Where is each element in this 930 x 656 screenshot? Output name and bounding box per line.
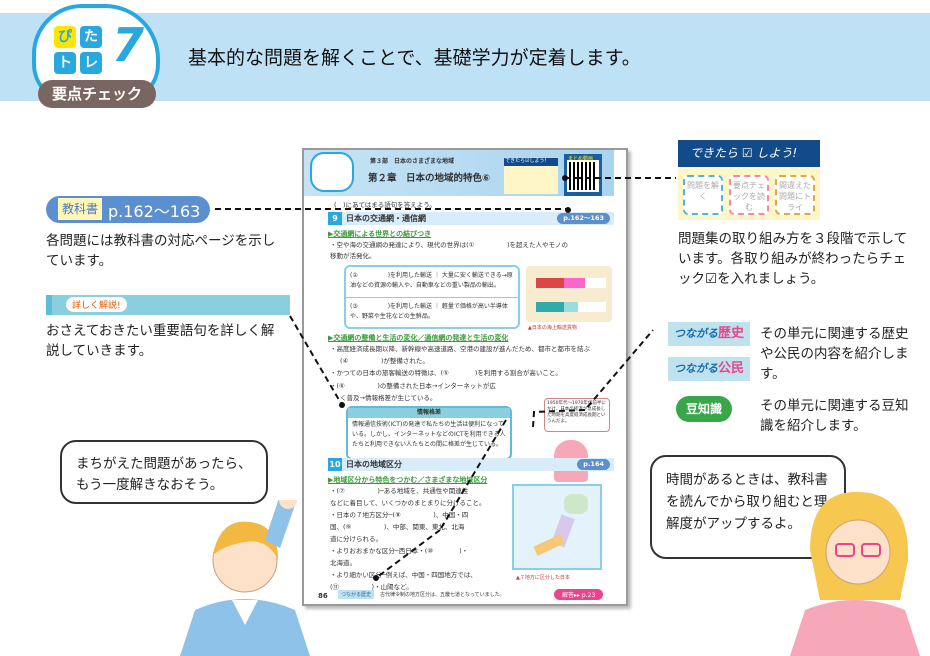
kaisetsu-box: 情報格差 情報通信技術(ICT)の発達で私たちの生活は便利になっている。しかし、…	[346, 406, 512, 460]
sample-chapter: 第２章 日本の地域的特色⑥	[368, 173, 491, 184]
sample-instruction: ( )にあてはまる語句を答えよう。	[334, 201, 436, 209]
section-number: 9	[328, 212, 342, 225]
logo-ta: た	[80, 26, 102, 48]
step-checkbox[interactable]: 問題を解く	[683, 175, 723, 215]
text-line: 道に分けられる。	[330, 535, 382, 543]
qr-code[interactable]	[564, 154, 602, 196]
section-9: 9 日本の交通網・通信網 p.162〜163	[328, 212, 614, 225]
cargo-chart	[526, 266, 612, 322]
dekitara-note: 問題集の取り組み方を３段階で示しています。各取り組みが終わったらチェック☑を入れ…	[678, 231, 908, 287]
text-line: 国、(⑨ )、中部、関東、東北、北海	[330, 523, 465, 531]
japan-map	[512, 484, 602, 570]
sample-dekitara-label: できたら☑しよう!	[505, 158, 547, 164]
text-line: などに着目して、いくつかのまとまりに分けること。	[330, 499, 486, 507]
kaisetsu-title: 情報格差	[348, 408, 510, 418]
map-caption: ▲７地方に区分した日本	[516, 575, 570, 581]
footer-text: 古代律令制の地方区分は、五畿七道となっていました。	[380, 592, 505, 598]
matome-label: まとめ動画	[568, 156, 594, 162]
text-line: ・より細かい区分─例えば、中国・四国地方では、	[330, 571, 477, 579]
tag-em: 歴史	[718, 326, 745, 341]
textbook-label: 教科書	[58, 198, 102, 220]
logo-re: レ	[80, 52, 102, 74]
step-checkbox[interactable]: 間違えた問題にトライ	[775, 175, 815, 215]
kaisetsu-label: 詳しく解説!	[66, 297, 127, 312]
sample-page-header: 第３部 日本のさまざまな地域 第２章 日本の地域的特色⑥ できたら☑しよう! ま…	[304, 150, 614, 196]
text-line: (⑪ )・山陽など。	[330, 583, 413, 591]
kaisetsu-text: 情報通信技術(ICT)の発達で私たちの生活は便利になっている。しかし、インターネ…	[352, 421, 506, 448]
subheading: ▶地域区分から特色をつかむ／さまざまな地域区分	[328, 476, 488, 484]
textbook-badge: 教科書 p.162〜163	[46, 196, 210, 223]
sample-part: 第３部 日本のさまざまな地域	[370, 158, 455, 165]
text-line: 北海道。	[330, 559, 356, 567]
answer-link[interactable]: 解答▸▸ p.23	[554, 589, 604, 600]
text-line: (④ )が整備された。	[340, 357, 429, 365]
boy-illustration	[180, 500, 310, 656]
text-line: ・空や海の交通網の発達により、現代の世界は(① )を超えた人やモノの	[330, 241, 569, 249]
text-line: ・(⑦ )─ある地域を、共通性や関連性	[330, 487, 469, 495]
sample-dekitara	[504, 158, 558, 194]
text-line: ・よりおおまかな区分─西日本・(⑩ )・	[330, 547, 469, 555]
subheading: ▶交通網の整備と生活の変化／通信網の発達と生活の変化	[328, 334, 509, 342]
section-10: 10 日本の地域区分 p.164	[328, 458, 614, 471]
mame-badge: 豆知識	[676, 396, 732, 422]
sample-logo	[310, 152, 354, 192]
logo-to: ト	[54, 52, 76, 74]
logo-cloud: ぴ た ト レ	[32, 4, 160, 104]
text-line: く普及→情報格差が生じている。	[340, 394, 437, 402]
step-checkbox[interactable]: 要点チェックを読む	[729, 175, 769, 215]
logo-pi: ぴ	[54, 26, 76, 48]
table-row: (② )を利用した輸送 ｜ 大量に安く輸送できる→原油などの資源の輸入や、自動車…	[346, 267, 518, 298]
textbook-note: 各問題には教科書の対応ページを示しています。	[46, 233, 276, 269]
kaisetsu-banner: 詳しく解説!	[46, 295, 290, 315]
page-number: 86	[318, 592, 328, 600]
footer-tag: つながる歴史	[338, 590, 375, 599]
dekitara-title: できたら ☑ しよう!	[678, 140, 820, 167]
mame-note: その単元に関連する豆知識を紹介します。	[760, 398, 909, 434]
dekitara-box: できたら ☑ しよう! 問題を解く 要点チェックを読む 間違えた問題にトライ	[678, 140, 820, 220]
text-line: ・(⑥ )の整備された日本→インターネットが広	[330, 382, 496, 390]
tag-rekishi: つながる歴史	[668, 322, 750, 346]
section-number: 10	[328, 458, 342, 471]
girl-bubble: 1950年代〜1970年代前半にかけ、日本の経済が急成長した時期を高度経済成長期…	[544, 398, 610, 432]
logo-label: 要点チェック	[38, 80, 156, 108]
subheading: ▶交通網による世界との結びつき	[328, 230, 432, 238]
chart-caption: ▲日本の海上輸送貨物	[528, 325, 577, 331]
kaisetsu-note: おさえておきたい重要語句を詳しく解説していきます。	[46, 323, 275, 359]
section-title: 日本の交通網・通信網	[346, 214, 426, 223]
tag-text: つながる	[674, 362, 718, 375]
page-headline: 基本的な問題を解くことで、基礎学力が定着します。	[188, 47, 641, 69]
text-line: ・日本の７地方区分─(⑧ )、中国・四	[330, 511, 469, 519]
tag-koumin: つながる公民	[668, 357, 750, 381]
text-line: ・高度経済成長期以降、新幹線や高速道路、空港の建設が進んだため、都市と都市を結ぶ	[330, 345, 590, 353]
transport-table: (② )を利用した輸送 ｜ 大量に安く輸送できる→原油などの資源の輸入や、自動車…	[344, 265, 520, 329]
speech-bubble-left: まちがえた問題があったら、もう一度解きなおそう。	[60, 440, 268, 504]
tag-text: つながる	[674, 327, 718, 340]
logo-number: 7	[112, 18, 145, 72]
tag-em: 公民	[718, 361, 745, 376]
sample-page: 第３部 日本のさまざまな地域 第２章 日本の地域的特色⑥ できたら☑しよう! ま…	[302, 148, 628, 606]
table-row: (③ )を利用した輸送 ｜ 軽量で価格が高い半導体や、野菜や生花などの生鮮品。	[350, 303, 508, 320]
textbook-pages: p.162〜163	[108, 202, 201, 221]
section-pages: p.164	[577, 459, 610, 470]
text-line: ・かつての日本の旅客輸送の特徴は、(⑤ )を利用する割合が高いこと。	[330, 369, 562, 377]
girl-illustration	[790, 491, 920, 656]
section-title: 日本の地域区分	[346, 460, 402, 469]
section-pages: p.162〜163	[557, 213, 610, 224]
tsunagaru-note: その単元に関連する歴史や公民の内容を紹介します。	[760, 326, 909, 382]
text-line: 移動が活発化。	[330, 252, 376, 260]
